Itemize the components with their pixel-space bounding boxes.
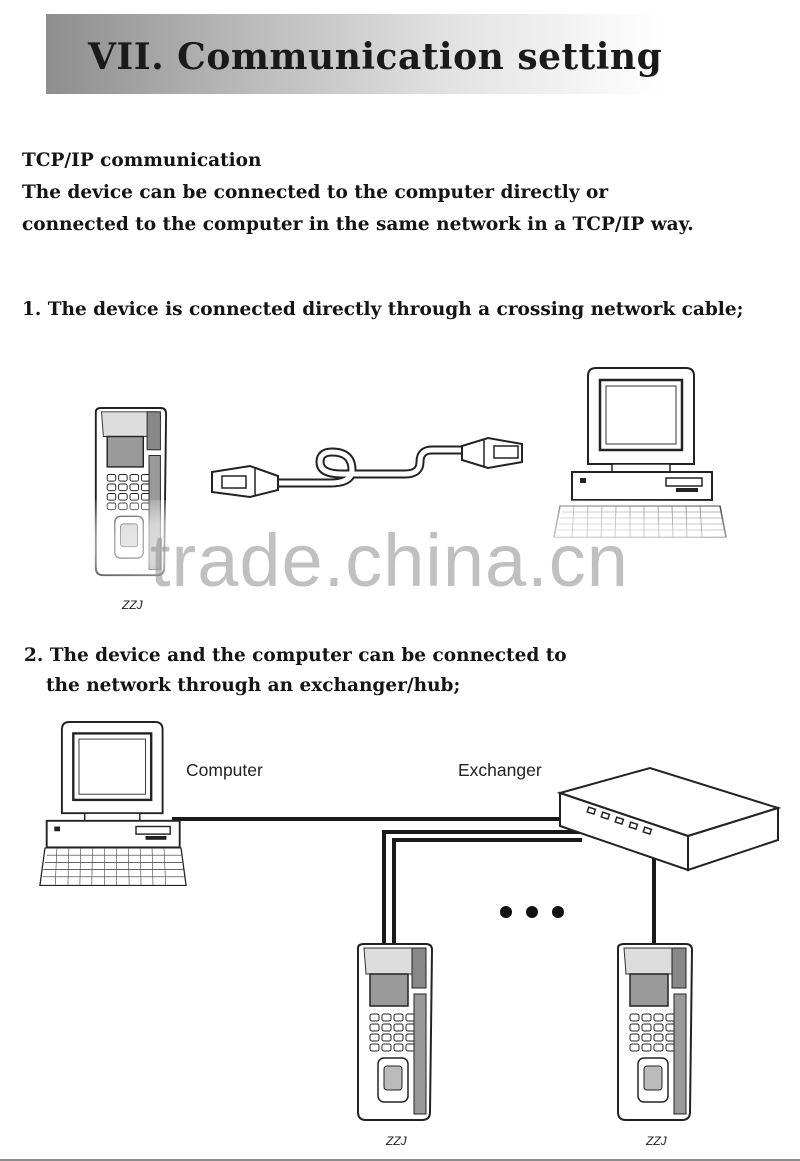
network-cable-icon	[211, 436, 523, 499]
watermark: trade.china.cn	[150, 519, 629, 602]
intro-line-1: The device can be connected to the compu…	[22, 182, 609, 203]
fingerprint-device-icon-right	[617, 943, 693, 1121]
computer-icon-2	[45, 720, 181, 849]
fingerprint-device-icon-left	[357, 943, 433, 1121]
section2-title-line-1: 2. The device and the computer can be co…	[24, 645, 567, 666]
intro-line-2: connected to the computer in the same ne…	[22, 214, 694, 235]
device-tag-right: ZZJ	[646, 1134, 667, 1148]
device-tag: ZZJ	[122, 598, 143, 612]
section1-title: 1. The device is connected directly thro…	[22, 299, 744, 320]
device-tag-left: ZZJ	[386, 1134, 407, 1148]
network-lines	[172, 817, 656, 944]
intro-heading: TCP/IP communication	[22, 150, 262, 171]
page-title: VII. Communication setting	[88, 36, 663, 78]
title-banner	[46, 14, 666, 94]
more-devices-dots	[500, 906, 564, 918]
computer-icon	[570, 366, 714, 502]
exchanger-label: Exchanger	[458, 760, 542, 780]
section2-title-line-2: the network through an exchanger/hub;	[46, 675, 461, 696]
exchanger-hub-icon	[556, 766, 782, 872]
computer-label: Computer	[186, 760, 263, 780]
watermark-fog	[60, 500, 750, 590]
keyboard-icon-2	[39, 847, 187, 887]
